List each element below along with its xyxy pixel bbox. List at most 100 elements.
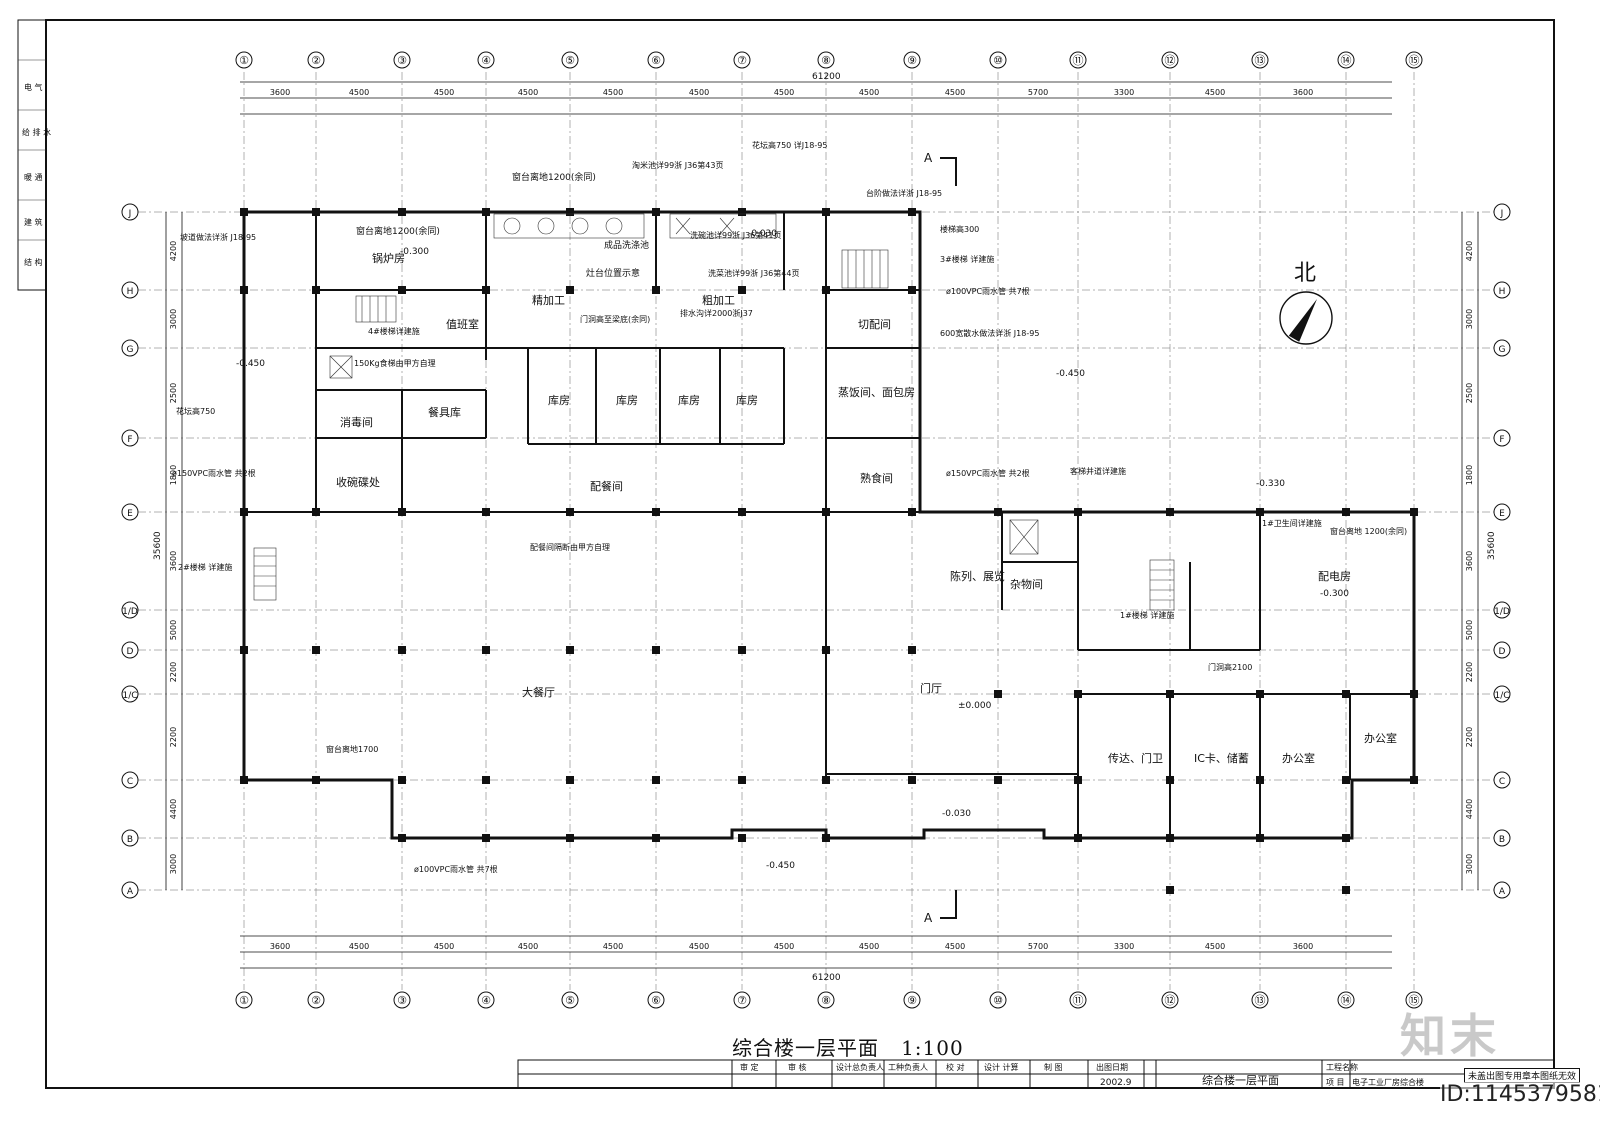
north-label: 北 <box>1294 261 1316 286</box>
room-power: 配电房 <box>1318 570 1351 583</box>
level-exterior-left: -0.450 <box>236 359 265 369</box>
dimension-label: 4200 <box>1465 241 1474 261</box>
column <box>566 286 574 294</box>
drawing-scale: 1:100 <box>901 1036 964 1060</box>
margin-stamp-1: 电 气 <box>24 82 43 92</box>
column <box>1342 776 1350 784</box>
level-exterior-bottom: -0.450 <box>766 861 795 871</box>
column <box>312 508 320 516</box>
column <box>1410 690 1418 698</box>
column <box>1410 508 1418 516</box>
axis-bubble <box>393 51 411 69</box>
room-hall: 大餐厅 <box>522 685 555 699</box>
axis-label-x: ⑬ <box>1255 54 1266 67</box>
axis-label-y: C <box>1499 777 1505 787</box>
axis-label-x: ④ <box>481 54 491 67</box>
annotations: 窗台离地1200(余同) 窗台离地1200(余同) 灶台位置示意 成品洗涤池 淘… <box>172 140 1407 874</box>
axis-label-y: H <box>127 287 134 297</box>
axis-bubble <box>1069 51 1087 69</box>
axis-label-y: E <box>127 509 133 519</box>
room-store-4: 库房 <box>736 394 758 407</box>
dimension-label: 4500 <box>859 88 879 97</box>
note-step-detail: 台阶做法详浙 J18-95 <box>866 188 942 198</box>
column <box>738 208 746 216</box>
watermark-brand: 知末 <box>1400 1009 1500 1063</box>
room-office-2: 办公室 <box>1364 731 1397 745</box>
structural-columns <box>240 208 1418 894</box>
axis-label-x: ⑫ <box>1165 994 1176 1007</box>
axis-bubble <box>1493 281 1511 299</box>
sheet-border <box>45 19 1555 1089</box>
axis-bubble <box>1251 991 1269 1009</box>
column <box>652 646 660 654</box>
column <box>652 286 660 294</box>
axis-bubble <box>1337 51 1355 69</box>
axis-bubble <box>561 51 579 69</box>
axis-bubble <box>1493 641 1511 659</box>
axis-bubble <box>817 51 835 69</box>
kitchen-equipment <box>493 213 777 239</box>
column <box>1342 886 1350 894</box>
column <box>240 508 248 516</box>
column <box>908 508 916 516</box>
drawing-title-text: 综合楼一层平面 <box>732 1036 879 1060</box>
column <box>822 834 830 842</box>
room-rough: 粗加工 <box>702 294 735 307</box>
column <box>994 776 1002 784</box>
watermark-note: 未盖出图专用章本图纸无效 <box>1464 1068 1581 1083</box>
room-office-1: 办公室 <box>1282 751 1315 765</box>
axis-label-y: A <box>127 887 134 897</box>
dimension-label: 4500 <box>434 942 454 951</box>
axis-label-x: ① <box>239 994 249 1007</box>
dimension-label: 4500 <box>1205 942 1225 951</box>
axis-bubble <box>1493 685 1511 703</box>
dimension-label: 4500 <box>349 88 369 97</box>
axis-label-x: ⑬ <box>1255 994 1266 1007</box>
axis-label-y: H <box>1499 287 1506 297</box>
room-misc: 杂物间 <box>1010 577 1043 591</box>
axis-bubble <box>121 601 139 619</box>
axis-bubble <box>121 339 139 357</box>
axis-bubble <box>121 829 139 847</box>
exterior-wall-outline <box>242 210 1416 840</box>
column <box>482 834 490 842</box>
level-boiler: -0.300 <box>400 247 429 257</box>
axis-label-y: 1/D <box>122 607 138 617</box>
note-stair-detail: 楼梯高300 <box>940 224 979 234</box>
column <box>1166 886 1174 894</box>
total-dimension-right: 35600 <box>1487 531 1497 560</box>
dimension-label: 4500 <box>603 942 623 951</box>
axis-bubble <box>121 881 139 899</box>
axis-label-x: ⑤ <box>565 54 575 67</box>
dimension-label: 4500 <box>603 88 623 97</box>
level-power: -0.300 <box>1320 589 1349 599</box>
note-slope: 坡道做法详浙 J18-95 <box>180 232 256 242</box>
top-dimension-labels: 3600360045004500450045004500450045004500… <box>270 88 1313 951</box>
axis-bubble <box>121 771 139 789</box>
tb-design-lead: 设计总负责人 <box>836 1062 884 1072</box>
dimension-label: 3300 <box>1114 88 1134 97</box>
dimension-label: 3000 <box>169 854 178 874</box>
dimension-label: 4500 <box>774 88 794 97</box>
note-door-beam: 门洞高至梁底(余同) <box>580 314 650 324</box>
axis-bubble <box>1337 991 1355 1009</box>
axis-bubble <box>235 51 253 69</box>
column <box>398 646 406 654</box>
room-lobby: 门厅 <box>920 681 942 695</box>
north-arrow-pointer <box>1288 298 1317 342</box>
room-labels: 锅炉房 精加工 粗加工 切配间 值班室 餐具库 消毒间 收碗碟处 库房 库房 库… <box>336 252 1397 765</box>
column <box>566 208 574 216</box>
dimension-label: 4500 <box>1205 88 1225 97</box>
dimension-label: 5000 <box>1465 620 1474 640</box>
dimension-label: 3000 <box>169 309 178 329</box>
axis-label-y: D <box>1499 647 1506 657</box>
interior-walls <box>244 212 1414 838</box>
note-steamer-wash: 成品洗涤池 <box>604 239 649 251</box>
column <box>738 776 746 784</box>
dimension-label: 4400 <box>1465 799 1474 819</box>
total-dimension-top: 61200 <box>812 72 841 82</box>
column <box>1410 776 1418 784</box>
note-elevator: 150Kg食梯由甲方自理 <box>354 358 436 368</box>
axis-label-y: 1/C <box>1494 691 1509 701</box>
dimension-label: 4400 <box>169 799 178 819</box>
